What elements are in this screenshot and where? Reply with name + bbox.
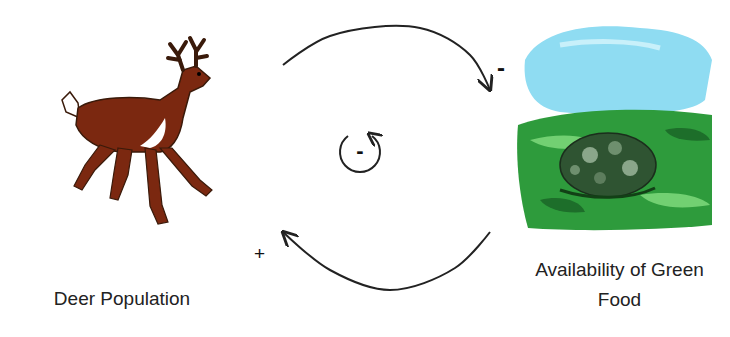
concept-node: Availability of Green Food <box>490 10 722 321</box>
node-label: Deer Population <box>37 284 207 314</box>
loop-polarity: - <box>352 140 368 162</box>
green-food-picture <box>517 26 712 230</box>
concept-node: Deer Population <box>25 20 283 320</box>
causal-link <box>283 26 490 90</box>
causal-link <box>283 232 490 290</box>
loop-symbol <box>340 136 380 172</box>
polarity-sign: + <box>254 244 265 263</box>
node-label: Availability of Green Food <box>532 255 707 315</box>
deer-picture <box>62 38 212 224</box>
polarity-sign: - <box>497 56 505 80</box>
